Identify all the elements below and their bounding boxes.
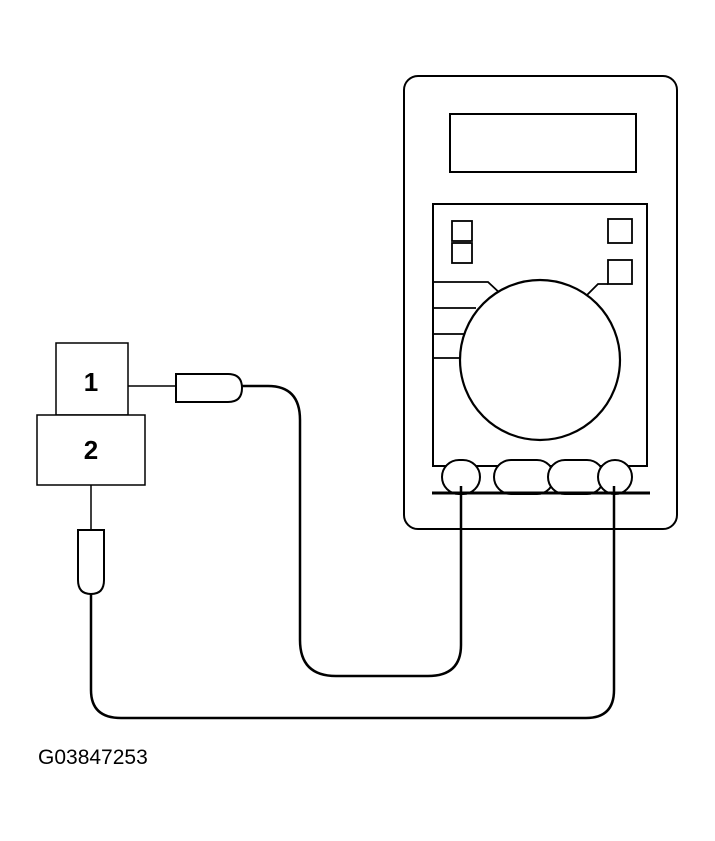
probe-upper-icon — [175, 373, 244, 403]
panel-button-icon — [607, 259, 633, 285]
probe-lower — [77, 485, 616, 720]
panel-button-icon — [451, 242, 473, 264]
terminal-2-block — [36, 414, 146, 486]
terminal-1-label: 1 — [84, 367, 98, 397]
terminal-2-label: 2 — [84, 435, 98, 465]
probe-lower-lead — [89, 486, 616, 720]
multimeter — [403, 75, 678, 530]
panel-bracket — [583, 283, 608, 299]
probe-upper — [128, 373, 463, 678]
multimeter-dial-icon — [458, 278, 622, 442]
panel-button-icon — [451, 220, 473, 242]
panel-button-icon — [607, 218, 633, 244]
probe-upper-lead — [242, 384, 463, 678]
probe-lower-icon — [77, 529, 105, 596]
multimeter-display-icon — [449, 113, 637, 173]
probe-jack-icon — [493, 459, 555, 495]
probe-jack-icon — [547, 459, 605, 495]
terminal-1-block — [55, 342, 129, 416]
figure-code: G03847253 — [38, 746, 148, 769]
component: 1 2 — [36, 342, 146, 486]
